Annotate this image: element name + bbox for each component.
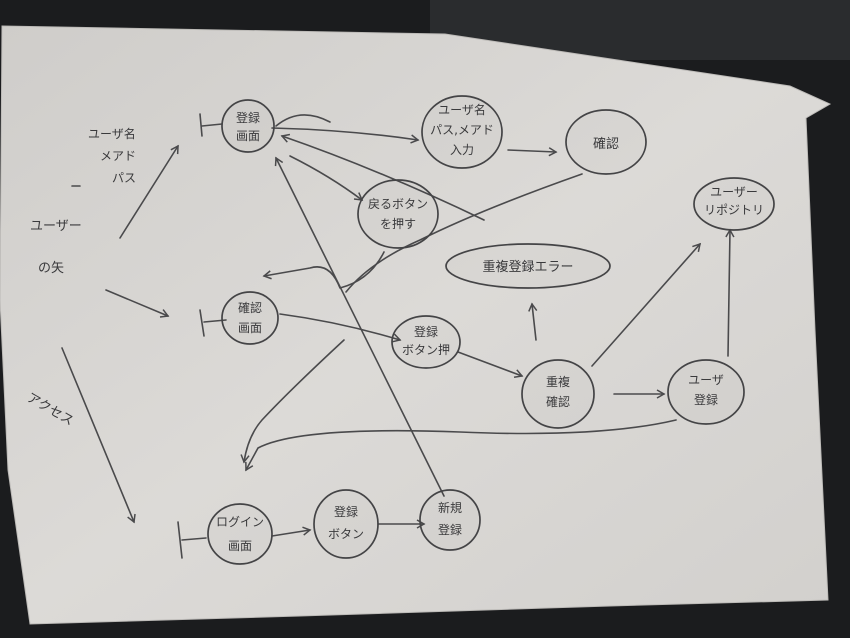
node-label: パス,メアド (430, 123, 494, 137)
arrow-userreg-to-login (245, 419, 677, 472)
node-label: 入力 (450, 143, 474, 157)
arrow-new-to-register (274, 156, 445, 497)
node-label: 登録 (334, 504, 358, 519)
node-label: 画面 (238, 321, 262, 335)
arrow-dupcheck-to-error (528, 302, 538, 341)
start-bar-register (199, 113, 223, 137)
arrow-login-to-regbutton (271, 526, 312, 537)
node-label: 重複 (546, 374, 570, 389)
node-label: 確認 (546, 394, 570, 409)
node-register-screen: 登録 画面 (221, 99, 275, 153)
arrow-userreg-to-repo (725, 228, 735, 357)
node-label: 登録 (414, 324, 438, 339)
node-user-register: ユーザ 登録 (667, 359, 745, 425)
node-label: ユーザ名 (438, 102, 486, 117)
arrow-access-to-login (61, 347, 136, 524)
node-back-button: 戻るボタン を押す (357, 179, 439, 249)
arrow-confirm-screen-to-regbtn (279, 313, 402, 343)
field-label-pass: パス (112, 171, 136, 185)
node-login-screen: ログイン 画面 (207, 503, 273, 565)
arrow-register-to-input (271, 127, 420, 144)
node-label: 確認 (238, 300, 262, 315)
node-label: 登録 (438, 522, 462, 537)
node-label: 画面 (228, 539, 252, 553)
arrow-input-to-confirm (507, 147, 558, 157)
node-label: ボタン (328, 527, 364, 541)
node-label: ユーザー (710, 185, 758, 199)
node-label: ユーザ (688, 373, 724, 387)
paper-sheet (0, 25, 832, 625)
node-label: リポジトリ (704, 203, 764, 217)
node-label: 重複登録エラー (482, 259, 573, 275)
node-dup-error: 重複登録エラー (445, 243, 611, 289)
arrow-actor-to-confirm (105, 289, 170, 318)
arrow-error-to-register (280, 133, 485, 221)
actor-label: ユーザー (30, 219, 82, 234)
node-label: 登録 (236, 110, 260, 125)
node-register-button-press: 登録 ボタン押 (391, 315, 461, 369)
arrow-actor-to-register (119, 144, 179, 239)
field-label-email: メアド (100, 149, 136, 163)
loop-register (275, 114, 331, 127)
node-label: 確認 (593, 136, 619, 152)
node-confirm-screen: 確認 画面 (221, 291, 279, 345)
start-bar-login (177, 521, 207, 559)
node-confirm: 確認 (565, 109, 647, 175)
node-label: 登録 (694, 392, 718, 407)
node-user-repository: ユーザー リポジトリ (693, 177, 775, 231)
arrow-dupcheck-to-repo (591, 242, 702, 367)
arrow-confirm-to-login (240, 339, 345, 464)
connectors (61, 113, 735, 559)
node-label: 戻るボタン (368, 197, 428, 211)
arrow-regbtn-to-dupcheck (457, 351, 524, 379)
node-user-input: ユーザ名 パス,メアド 入力 (421, 95, 503, 169)
node-label: 画面 (236, 129, 260, 143)
actor-label-2: の矢 (38, 261, 64, 276)
node-label: を押す (380, 217, 416, 231)
node-dup-check: 重複 確認 (521, 359, 595, 429)
node-label: ボタン押 (402, 343, 450, 357)
node-register-button: 登録 ボタン (313, 489, 379, 559)
field-label-username: ユーザ名 (88, 126, 136, 141)
node-label: ログイン (216, 515, 264, 529)
arrow-register-to-back (289, 155, 364, 201)
node-label: 新規 (438, 500, 462, 515)
node-new-register: 新規 登録 (419, 489, 481, 551)
